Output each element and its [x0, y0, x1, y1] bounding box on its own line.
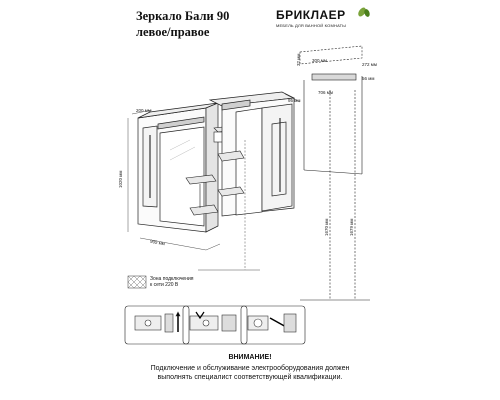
warning-title: ВНИМАНИЕ! — [228, 354, 272, 361]
step-2-hinge-icon — [189, 311, 237, 332]
wall-mounting-diagram — [299, 45, 370, 301]
shelves-right — [217, 150, 245, 197]
cabinet-left — [137, 102, 219, 233]
install-steps — [124, 305, 306, 345]
step-1-hinge-icon — [134, 311, 181, 333]
legend-line-1: Зона подключения — [150, 276, 194, 282]
page-title: Зеркало Бали 90 левое/правое — [136, 8, 229, 40]
logo-name: БРИКЛАЕР — [276, 8, 346, 22]
connection-zone-swatch — [127, 275, 147, 289]
dim-706: 706 мм — [318, 90, 333, 95]
dim-272: 272 мм — [362, 62, 377, 67]
dim-32: 32 мм — [296, 53, 301, 66]
title-line-1: Зеркало Бали 90 — [136, 9, 230, 23]
dim-1679: 1679 мм — [349, 218, 354, 236]
dim-300: 300 мм — [312, 58, 327, 63]
dim-56: 56 мм — [362, 76, 375, 81]
warning-line-2: выполнять специалист соответствующей ква… — [157, 374, 343, 381]
logo-tagline: МЕБЕЛЬ ДЛЯ ВАННОЙ КОМНАТЫ — [276, 23, 347, 28]
legend-line-2: к сети 220 В — [150, 282, 179, 288]
warning-text: Подключение и обслуживание электрооборуд… — [0, 364, 500, 382]
step-3-hinge-icon — [247, 313, 297, 333]
dim-95: 95 мм — [288, 98, 301, 103]
dimension-lines — [127, 93, 301, 271]
connection-zone-legend: Зона подключения к сети 220 В — [150, 276, 193, 288]
logo-leaf-icon — [358, 7, 370, 17]
dim-200: 200 мм — [136, 108, 151, 113]
title-line-2: левое/правое — [136, 25, 210, 39]
dim-1670: 1670 мм — [324, 218, 329, 236]
dim-1020: 1020 мм — [118, 170, 123, 188]
warning-line-1: Подключение и обслуживание электрооборуд… — [150, 365, 350, 372]
brand-logo: БРИКЛАЕР МЕБЕЛЬ ДЛЯ ВАННОЙ КОМНАТЫ — [276, 8, 346, 28]
cabinet-right — [208, 91, 296, 217]
